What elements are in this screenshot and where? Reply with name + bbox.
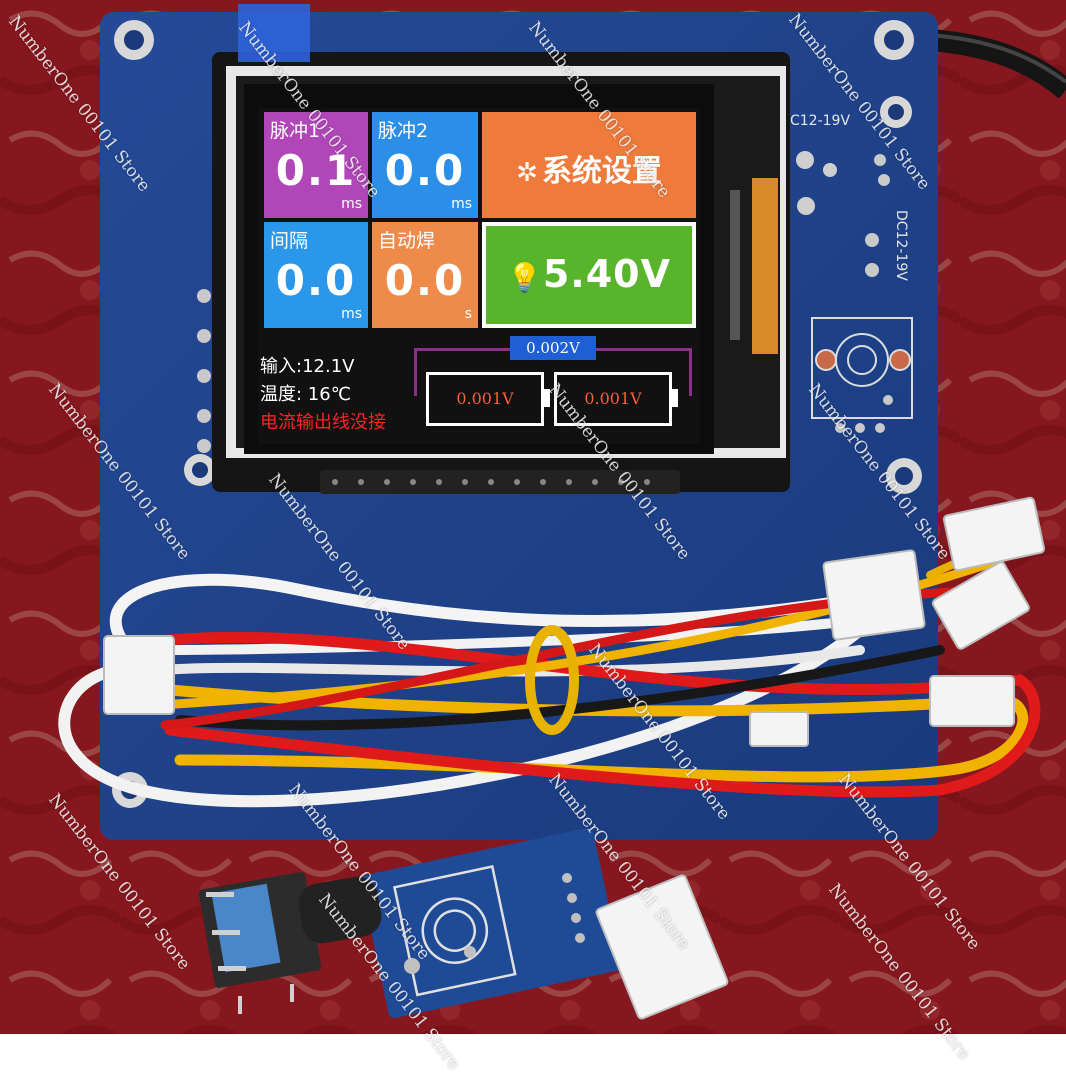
voltage-row: 💡5.40V [486,252,692,296]
pulse2-unit: ms [451,196,472,212]
encoder-footprint [811,317,913,419]
tile-interval[interactable]: 间隔 0.0 ms [264,222,368,328]
rubber-band [525,625,579,735]
meter-total: 0.002V [510,336,596,360]
interval-unit: ms [341,306,362,322]
voltage-value: 5.40V [542,252,672,296]
blue-tape [238,4,310,62]
meter-right: 0.001V [554,372,672,426]
tile-voltage[interactable]: 💡5.40V [482,222,696,328]
pulse1-unit: ms [341,196,362,212]
battery-terminal-icon [544,389,550,407]
pulse1-value: 0.1 [275,146,357,195]
tile-autoweld[interactable]: 自动焊 0.0 s [372,222,478,328]
meter-left: 0.001V [426,372,544,426]
battery-terminal-icon [672,389,678,407]
status-input: 输入:12.1V [260,356,355,377]
pulse2-value: 0.0 [384,146,466,195]
autoweld-value: 0.0 [384,256,466,305]
rotary-encoder-module [198,827,729,1020]
lightbulb-icon: 💡 [506,261,543,294]
tile-pulse2[interactable]: 脉冲2 0.0 ms [372,112,478,218]
connector-icon [103,496,1046,747]
interval-label: 间隔 [270,230,309,252]
status-warning: 电流输出线没接 [260,412,386,433]
tile-settings[interactable]: ✲系统设置 [482,112,696,218]
pulse1-label: 脉冲1 [270,120,321,142]
tile-pulse1[interactable]: 脉冲1 0.1 ms [264,112,368,218]
interval-value: 0.0 [275,256,357,305]
pulse2-label: 脉冲2 [378,120,429,142]
power-cable [929,29,1066,99]
mounting-hole-icon [112,20,922,808]
lcd-screen: 脉冲1 0.1 ms 脉冲2 0.0 ms ✲系统设置 间隔 0.0 ms 自动… [258,108,700,444]
pcb-silkscreen-side: DC12-19V [893,210,909,281]
settings-label: 系统设置 [541,154,662,189]
gear-icon: ✲ [516,158,538,188]
lcd-flex-strip [752,178,778,354]
pcb-silkscreen-top: C12-19V [790,113,850,129]
settings-row: ✲系统设置 [482,146,696,190]
voltage-inner: 💡5.40V [486,226,692,324]
status-temperature: 温度: 16℃ [260,384,351,405]
autoweld-label: 自动焊 [378,230,436,252]
autoweld-unit: s [464,306,472,322]
